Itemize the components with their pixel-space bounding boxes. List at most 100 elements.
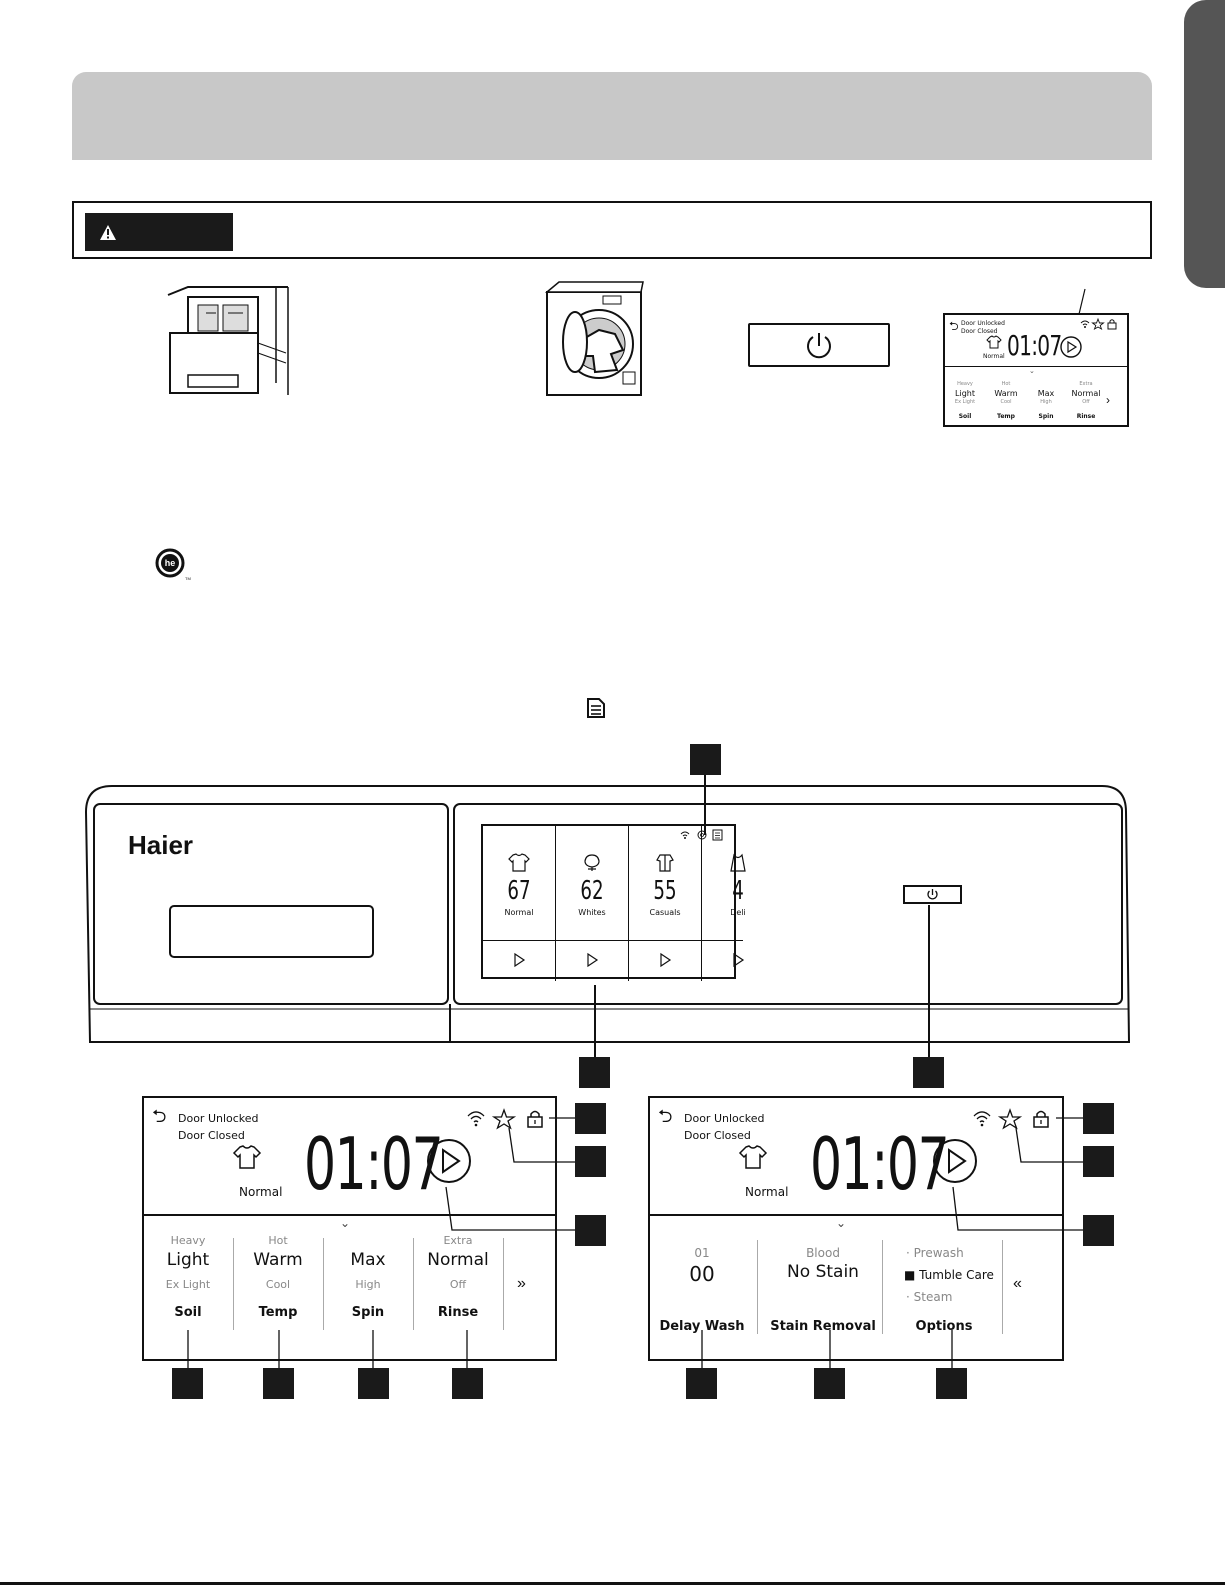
callout-marker <box>263 1368 294 1399</box>
setting-label[interactable]: Temp <box>997 413 1015 420</box>
setting-label[interactable]: Spin <box>1038 413 1054 420</box>
brand-logo: Haier <box>128 830 194 860</box>
tshirt-icon <box>738 1145 768 1169</box>
cycle-name: Normal <box>239 1185 283 1199</box>
mini-time: 01:07 <box>1007 329 1062 362</box>
column-divider <box>757 1240 758 1334</box>
cycle-count: 67 <box>507 876 531 906</box>
callout-marker <box>575 1146 606 1177</box>
callout-marker <box>814 1368 845 1399</box>
play-icon[interactable] <box>657 952 673 968</box>
option-label: Prewash <box>913 1246 964 1260</box>
warning-badge <box>85 213 233 251</box>
screen-divider <box>650 1214 1062 1216</box>
play-icon[interactable] <box>511 952 527 968</box>
cycle-name: Whites <box>578 908 606 917</box>
setting-label[interactable]: Soil <box>958 413 972 420</box>
setting-below: Cool <box>1000 399 1012 405</box>
setting-above: Heavy <box>957 381 973 387</box>
column-divider <box>413 1238 414 1330</box>
setting-value[interactable]: Max <box>1037 389 1055 398</box>
callout-marker <box>358 1368 389 1399</box>
status-door: Door Unlocked <box>178 1112 259 1125</box>
page-bottom-rule <box>0 1582 1225 1585</box>
setting-value[interactable]: Light <box>955 389 975 398</box>
setting-label[interactable]: Temp <box>258 1305 298 1320</box>
back-arrow-icon[interactable]: ⮌ <box>658 1106 673 1126</box>
callout-marker <box>172 1368 203 1399</box>
callout-leader <box>594 985 596 1057</box>
setting-value[interactable]: Light <box>166 1250 210 1270</box>
option-label: Tumble Care <box>919 1268 994 1282</box>
control-panel-outline <box>84 785 1131 1043</box>
column-divider <box>503 1238 504 1330</box>
setting-above: Heavy <box>170 1234 206 1247</box>
chevron-down-icon[interactable]: ⌄ <box>340 1216 351 1230</box>
washer-loading-illustration <box>544 281 644 396</box>
back-arrow-icon[interactable]: ⮌ <box>949 319 959 333</box>
callout-marker <box>686 1368 717 1399</box>
delay-value[interactable]: 00 <box>689 1262 715 1286</box>
power-button-illustration <box>748 323 890 367</box>
tshirt-icon <box>986 335 1002 349</box>
start-button[interactable] <box>424 1136 474 1186</box>
cycle-count: 55 <box>653 876 677 906</box>
time-remaining: 01:07 <box>810 1122 950 1206</box>
setting-below: High <box>355 1278 381 1291</box>
setting-above: Extra <box>1079 381 1093 387</box>
stain-removal-label[interactable]: Stain Removal <box>770 1319 876 1334</box>
setting-value[interactable]: Warm <box>994 389 1018 398</box>
delay-above: 01 <box>694 1246 710 1260</box>
option-tumble-care[interactable]: ■ Tumble Care <box>904 1268 994 1282</box>
svg-text:he: he <box>165 558 176 568</box>
setting-label[interactable]: Soil <box>174 1305 202 1320</box>
callout-leader <box>928 905 930 1057</box>
option-label: Steam <box>913 1290 953 1304</box>
chapter-tab <box>1184 0 1225 288</box>
back-settings-icon[interactable]: « <box>1013 1275 1022 1292</box>
play-icon[interactable] <box>730 952 746 968</box>
mini-chevron-down-icon[interactable]: ⌄ <box>1029 368 1035 375</box>
mini-more-icon[interactable]: › <box>1106 393 1110 407</box>
setting-value[interactable]: Max <box>350 1250 386 1270</box>
options-label[interactable]: Options <box>915 1319 973 1334</box>
callout-marker <box>690 744 721 775</box>
stain-value[interactable]: No Stain <box>787 1262 859 1282</box>
panel-power-button[interactable] <box>903 885 962 904</box>
setting-below: Off <box>1082 399 1090 405</box>
power-icon <box>807 333 831 359</box>
home-divider <box>483 940 743 941</box>
setting-value[interactable]: Normal <box>1071 389 1101 398</box>
document-icon <box>587 698 605 718</box>
callout-marker <box>579 1057 610 1088</box>
delay-wash-label[interactable]: Delay Wash <box>659 1319 745 1334</box>
cycle-count: 62 <box>580 876 604 906</box>
back-arrow-icon[interactable]: ⮌ <box>152 1106 167 1126</box>
callout-marker <box>1083 1215 1114 1246</box>
chevron-down-icon[interactable]: ⌄ <box>836 1216 847 1230</box>
option-steam[interactable]: · Steam <box>906 1290 953 1304</box>
start-button[interactable] <box>930 1136 980 1186</box>
status-door: Door Unlocked <box>684 1112 765 1125</box>
mini-status-door: Door Unlocked <box>961 320 1005 327</box>
callout-marker <box>1083 1146 1114 1177</box>
setting-value[interactable]: Normal <box>427 1250 489 1270</box>
power-icon <box>927 889 938 900</box>
setting-label[interactable]: Spin <box>351 1305 385 1320</box>
time-remaining: 01:07 <box>304 1122 444 1206</box>
setting-value[interactable]: Warm <box>253 1250 303 1270</box>
left-lcd-screen: ⮌ Door Unlocked Door Closed Normal 01:07… <box>142 1096 557 1361</box>
play-icon[interactable] <box>584 952 600 968</box>
callout-marker <box>452 1368 483 1399</box>
more-settings-icon[interactable]: » <box>517 1275 526 1292</box>
section-header-bar <box>72 72 1152 160</box>
setting-label[interactable]: Rinse <box>1076 413 1096 420</box>
callout-marker <box>575 1103 606 1134</box>
setting-label[interactable]: Rinse <box>437 1305 479 1320</box>
mini-cycle: Normal <box>983 353 1005 360</box>
option-prewash[interactable]: · Prewash <box>906 1246 964 1260</box>
cycle-name: Normal <box>745 1185 789 1199</box>
he-logo-icon: he TM <box>155 548 191 581</box>
mini-start-button[interactable] <box>1059 335 1083 359</box>
shirt-icon <box>656 854 674 872</box>
